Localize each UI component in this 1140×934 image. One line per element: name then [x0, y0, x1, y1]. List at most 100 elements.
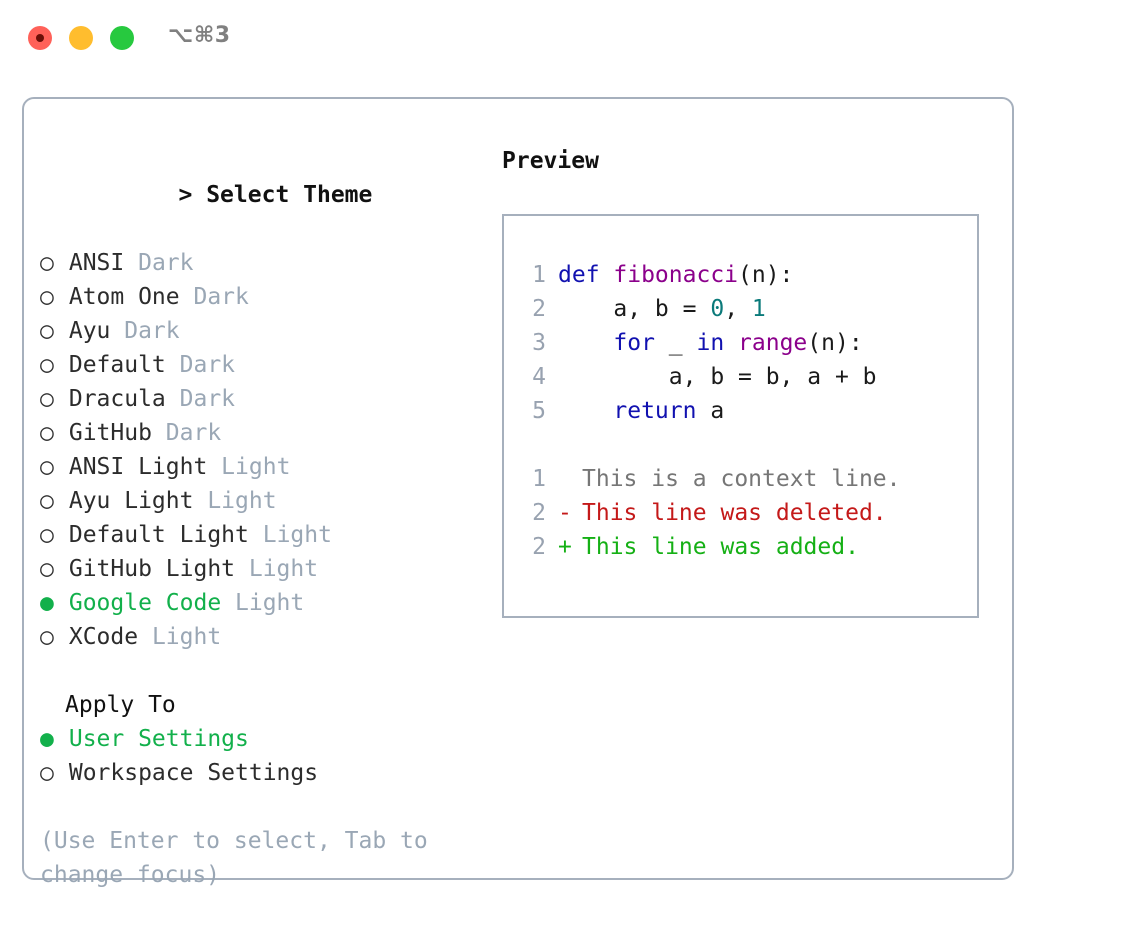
theme-variant-badge: Light — [221, 590, 305, 616]
code-line: 2 a, b = 0, 1 — [522, 292, 971, 326]
code-line: 3 for _ in range(n): — [522, 326, 971, 360]
theme-option-ansi-light[interactable]: ○ ANSI Light Light — [40, 450, 490, 484]
diff-marker: + — [558, 534, 572, 560]
line-number: 5 — [532, 398, 546, 424]
theme-variant-badge: Dark — [110, 318, 180, 344]
theme-option-default-light[interactable]: ○ Default Light Light — [40, 518, 490, 552]
code-token-pl: a, b = — [558, 296, 711, 322]
radio-unselected-icon: ○ — [40, 454, 54, 480]
theme-option-label: XCode — [55, 624, 139, 650]
code-token-kw: return — [613, 398, 697, 424]
apply-to-section: Apply To ● User Settings○ Workspace Sett… — [40, 688, 490, 790]
code-token-kw: def — [558, 262, 614, 288]
theme-option-xcode[interactable]: ○ XCode Light — [40, 620, 490, 654]
radio-unselected-icon: ○ — [40, 284, 54, 310]
radio-unselected-icon: ○ — [40, 386, 54, 412]
line-number: 1 — [532, 262, 546, 288]
theme-variant-badge: Dark — [151, 420, 222, 446]
minimize-window-button[interactable] — [69, 26, 93, 50]
line-number: 2 — [532, 296, 546, 322]
theme-option-ayu[interactable]: ○ Ayu Dark — [40, 314, 490, 348]
theme-variant-badge: Light — [235, 556, 319, 582]
line-number: 3 — [532, 330, 546, 356]
theme-variant-badge: Light — [248, 522, 332, 548]
theme-option-ayu-light[interactable]: ○ Ayu Light Light — [40, 484, 490, 518]
code-token-pl — [558, 398, 613, 424]
code-line: 5 return a — [522, 394, 971, 428]
diff-block: 1 This is a context line.2-This line was… — [522, 462, 971, 564]
theme-option-default[interactable]: ○ Default Dark — [40, 348, 490, 382]
apply-to-title: Apply To — [65, 692, 176, 718]
theme-variant-badge: Light — [193, 488, 277, 514]
diff-marker: - — [558, 500, 572, 526]
theme-option-label: Ayu Light — [55, 488, 194, 514]
theme-option-atom-one[interactable]: ○ Atom One Dark — [40, 280, 490, 314]
preview-title: Preview — [502, 148, 599, 174]
theme-option-github[interactable]: ○ GitHub Dark — [40, 416, 490, 450]
diff-line-add: 2+This line was added. — [522, 530, 971, 564]
code-token-pl: a, b = b, a + b — [558, 364, 877, 390]
code-token-pl — [558, 330, 613, 356]
page-title-text: Select Theme — [206, 182, 373, 208]
code-token-fn: range — [738, 330, 808, 356]
theme-option-github-light[interactable]: ○ GitHub Light Light — [40, 552, 490, 586]
theme-option-label: Dracula — [55, 386, 166, 412]
diff-line-text: This line was deleted. — [582, 500, 887, 526]
diff-marker — [558, 462, 582, 496]
code-token-pl: _ — [654, 330, 697, 356]
radio-unselected-icon: ○ — [40, 522, 54, 548]
apply-to-option-user-settings[interactable]: ● User Settings — [40, 722, 490, 756]
theme-option-ansi[interactable]: ○ ANSI Dark — [40, 246, 490, 280]
apply-to-option-label: User Settings — [55, 726, 249, 752]
radio-selected-icon: ● — [40, 590, 54, 616]
maximize-window-button[interactable] — [110, 26, 134, 50]
code-token-num: 0 — [710, 296, 725, 322]
radio-unselected-icon: ○ — [40, 420, 54, 446]
theme-variant-badge: Dark — [179, 284, 249, 310]
close-window-button[interactable] — [28, 26, 52, 50]
code-token-fn: fibonacci — [613, 262, 739, 288]
diff-line-text: This line was added. — [582, 534, 859, 560]
close-icon — [36, 34, 44, 42]
line-number: 4 — [532, 364, 546, 390]
theme-selector-panel: > Select Theme ○ ANSI Dark○ Atom One Dar… — [22, 97, 1014, 888]
code-token-pl: (n): — [738, 262, 794, 288]
diff-line-context: 1 This is a context line. — [522, 462, 971, 496]
theme-variant-badge: Light — [138, 624, 222, 650]
apply-to-option-label: Workspace Settings — [55, 760, 319, 786]
apply-to-option-workspace-settings[interactable]: ○ Workspace Settings — [40, 756, 490, 790]
code-token-kw: for — [613, 330, 655, 356]
code-token-pl: , — [724, 296, 752, 322]
code-token-pl — [724, 330, 738, 356]
title-bar: ⌥⌘3 — [0, 0, 1140, 78]
preview-spacer — [522, 428, 971, 462]
keyboard-shortcut-label: ⌥⌘3 — [168, 23, 231, 48]
theme-option-label: Default — [55, 352, 166, 378]
diff-line-del: 2-This line was deleted. — [522, 496, 971, 530]
theme-option-label: ANSI — [55, 250, 125, 276]
theme-option-label: GitHub — [55, 420, 152, 446]
radio-unselected-icon: ○ — [40, 352, 54, 378]
apply-to-option-list: ● User Settings○ Workspace Settings — [40, 722, 490, 790]
radio-unselected-icon: ○ — [40, 488, 54, 514]
theme-option-label: Atom One — [55, 284, 180, 310]
prompt-caret: > — [178, 182, 193, 208]
theme-option-label: Ayu — [55, 318, 111, 344]
theme-option-label: GitHub Light — [55, 556, 236, 582]
theme-variant-badge: Light — [207, 454, 291, 480]
theme-option-label: ANSI Light — [55, 454, 208, 480]
radio-unselected-icon: ○ — [40, 318, 54, 344]
code-token-pl: (n): — [807, 330, 863, 356]
theme-option-google-code[interactable]: ● Google Code Light — [40, 586, 490, 620]
theme-option-dracula[interactable]: ○ Dracula Dark — [40, 382, 490, 416]
theme-option-label: Default Light — [55, 522, 249, 548]
code-token-kw: in — [696, 330, 725, 356]
theme-variant-badge: Dark — [165, 352, 236, 378]
radio-unselected-icon: ○ — [40, 556, 54, 582]
theme-variant-badge: Dark — [165, 386, 236, 412]
code-token-num: 1 — [751, 296, 766, 322]
theme-list-column: > Select Theme ○ ANSI Dark○ Atom One Dar… — [40, 144, 490, 892]
